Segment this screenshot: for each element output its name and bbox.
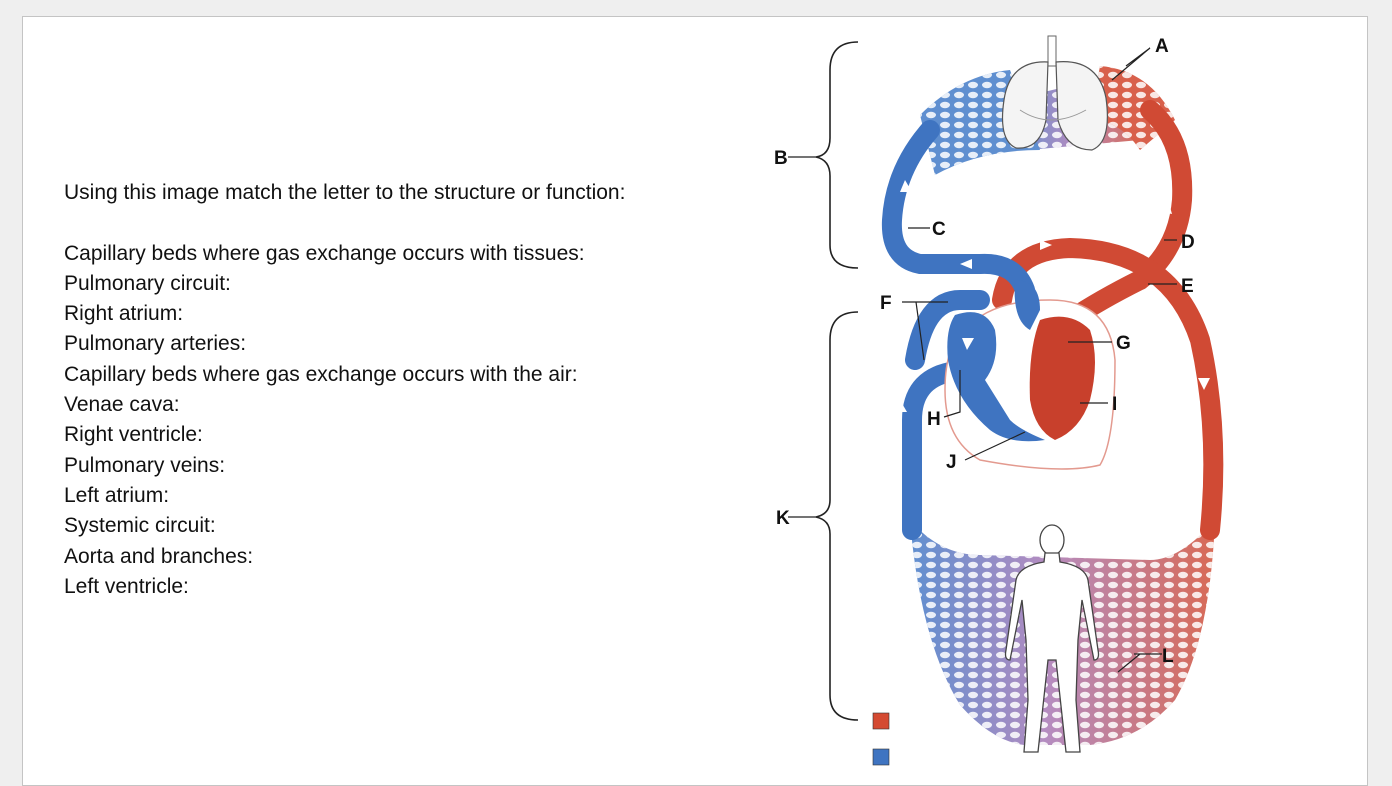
question-item: Venae cava:	[64, 393, 180, 417]
question-item: Pulmonary circuit:	[64, 271, 231, 295]
label-l: L	[1162, 646, 1174, 667]
question-item: Capillary beds where gas exchange occurs…	[64, 241, 585, 265]
systemic-bracket	[815, 311, 859, 721]
label-i: I	[1112, 394, 1117, 415]
question-item: Right atrium:	[64, 302, 184, 326]
label-d: D	[1181, 232, 1195, 253]
label-a: A	[1155, 36, 1169, 57]
question-item: Pulmonary arteries:	[64, 332, 247, 356]
pulmonary-bracket	[815, 41, 859, 269]
label-k: K	[776, 508, 790, 529]
human-figure-icon	[1004, 524, 1100, 753]
question-item: Systemic circuit:	[64, 514, 216, 538]
leader-lines	[788, 47, 1177, 673]
label-h: H	[927, 409, 941, 430]
label-j: J	[946, 452, 957, 473]
question-item: Pulmonary veins:	[64, 453, 226, 477]
question-item: Capillary beds where gas exchange occurs…	[64, 362, 578, 386]
label-g: G	[1116, 333, 1131, 354]
question-text: Using this image match the letter to the…	[64, 178, 764, 602]
question-item: Left atrium:	[64, 483, 170, 507]
label-f: F	[880, 293, 892, 314]
label-b: B	[774, 148, 788, 169]
question-item: Right ventricle:	[64, 423, 203, 447]
aorta-vessel	[992, 237, 1224, 540]
legend-oxygen-rich-swatch	[872, 712, 890, 730]
vena-cava-vessel	[902, 290, 990, 540]
question-item: Aorta and branches:	[64, 544, 254, 568]
label-e: E	[1181, 276, 1194, 297]
pulmonary-vein-vessel	[1060, 100, 1193, 330]
label-c: C	[932, 219, 946, 240]
flow-arrows	[895, 180, 1210, 412]
pulmonary-artery-vessel	[881, 120, 1035, 300]
legend-oxygen-poor-swatch	[872, 748, 890, 766]
question-title: Using this image match the letter to the…	[64, 181, 626, 204]
lungs-icon	[1001, 35, 1108, 151]
question-item: Left ventricle:	[64, 574, 189, 598]
